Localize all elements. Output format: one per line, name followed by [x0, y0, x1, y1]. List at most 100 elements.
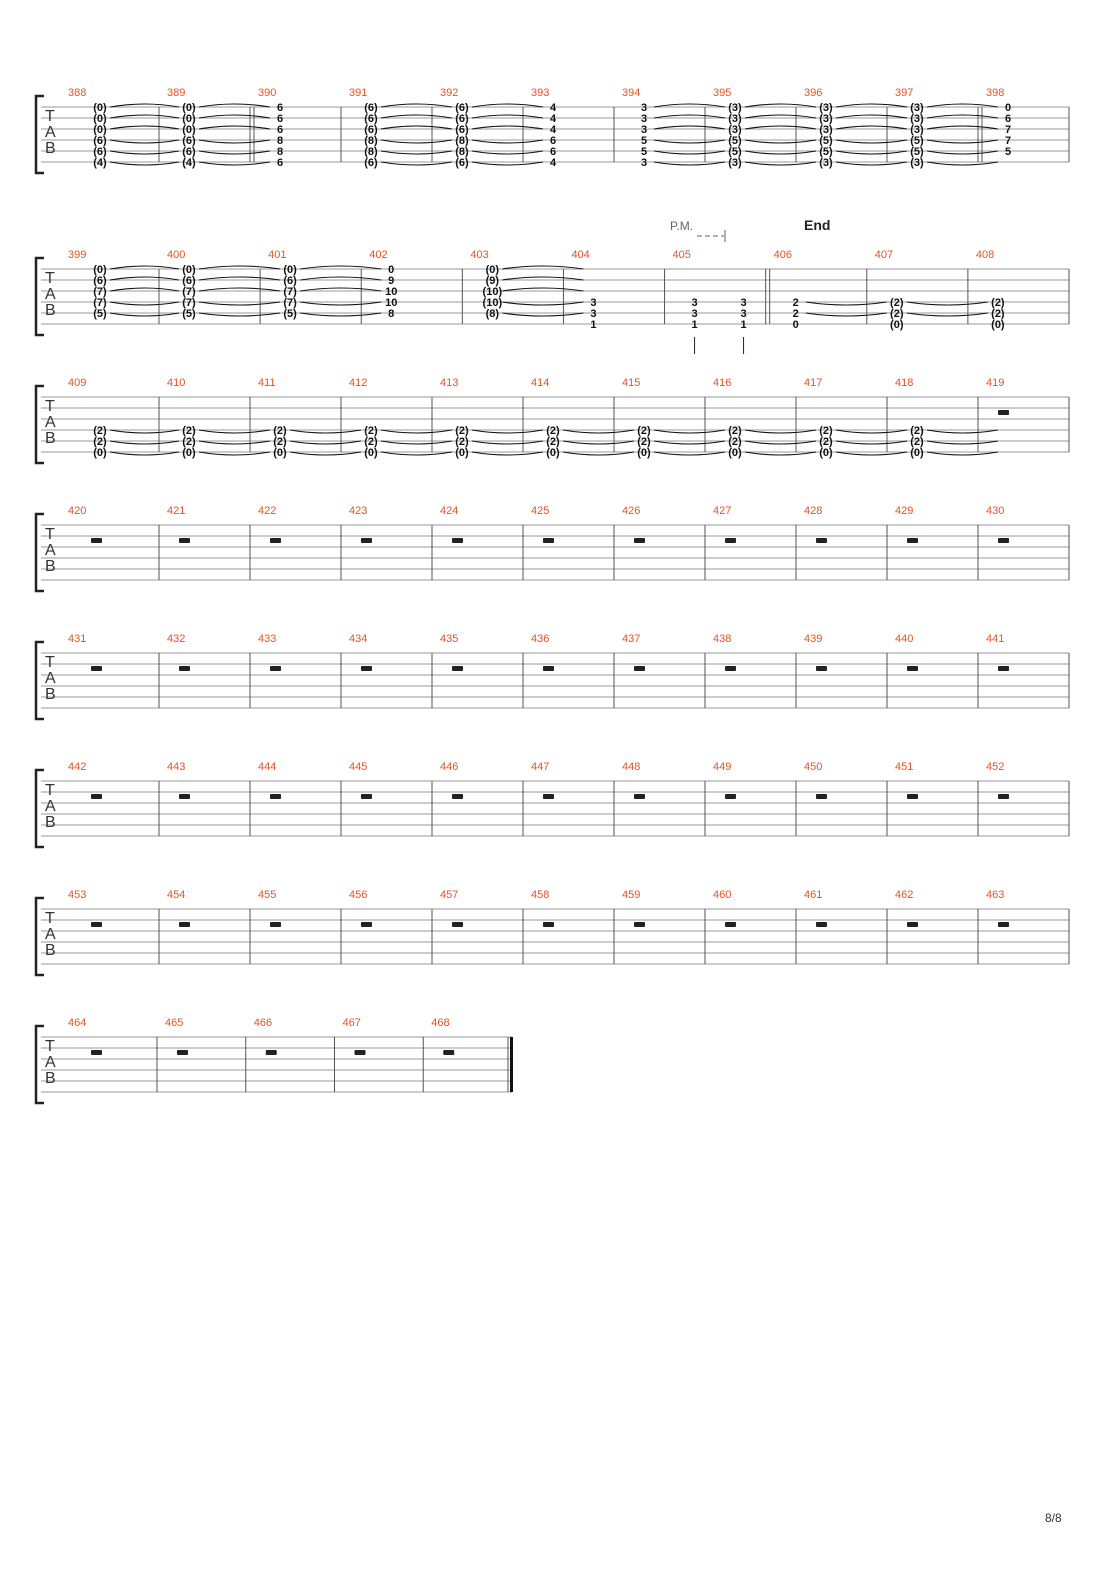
- measure-number: 402: [369, 249, 387, 261]
- fret-number: (2): [991, 308, 1005, 320]
- tie-arc: [471, 451, 544, 456]
- fret-number: (0): [283, 264, 297, 276]
- measure-number: 408: [976, 249, 994, 261]
- tie-arc: [926, 114, 999, 119]
- tab-clef-letter: A: [45, 798, 56, 815]
- fret-number: 6: [277, 124, 283, 136]
- tie-arc: [744, 451, 817, 456]
- measure-number: 406: [774, 249, 792, 261]
- measure-number: 453: [68, 889, 86, 901]
- measure-number: 441: [986, 633, 1004, 645]
- tie-arc: [300, 312, 382, 317]
- fret-number: 6: [277, 113, 283, 125]
- fret-number: (0): [364, 447, 378, 459]
- fret-number: (2): [890, 308, 904, 320]
- tab-clef-letter: A: [45, 286, 56, 303]
- fret-number: (4): [93, 157, 107, 169]
- measure-number: 440: [895, 633, 913, 645]
- tie-arc: [926, 429, 999, 434]
- fret-number: (6): [364, 157, 378, 169]
- fret-number: (0): [93, 124, 107, 136]
- fret-number: 1: [691, 319, 697, 331]
- measure-number: 458: [531, 889, 549, 901]
- measure-number: 411: [258, 377, 276, 389]
- tie-arc: [835, 150, 908, 155]
- tie-arc: [198, 312, 281, 317]
- fret-number: (0): [93, 447, 107, 459]
- measure-number: 451: [895, 761, 913, 773]
- whole-rest: [452, 538, 463, 543]
- measure-number: 448: [622, 761, 640, 773]
- fret-number: (7): [182, 297, 196, 309]
- tab-clef-letter: B: [45, 430, 56, 447]
- tie-arc: [471, 440, 544, 445]
- tie-arc: [109, 429, 180, 434]
- tie-arc: [744, 161, 817, 166]
- fret-number: (3): [819, 157, 833, 169]
- fret-number: (6): [182, 135, 196, 147]
- measure-number: 450: [804, 761, 822, 773]
- whole-rest: [361, 794, 372, 799]
- tie-arc: [744, 440, 817, 445]
- tab-clef-letter: T: [45, 108, 55, 125]
- whole-rest: [91, 922, 102, 927]
- fret-number: (2): [819, 436, 833, 448]
- tie-arc: [109, 103, 180, 108]
- tie-arc: [198, 451, 271, 456]
- fret-number: 6: [550, 146, 556, 158]
- measure-number: 434: [349, 633, 367, 645]
- whole-rest: [361, 666, 372, 671]
- fret-number: (5): [819, 135, 833, 147]
- whole-rest: [91, 538, 102, 543]
- tie-arc: [471, 114, 544, 119]
- tab-clef-letter: A: [45, 1054, 56, 1071]
- fret-number: (6): [364, 113, 378, 125]
- tie-arc: [835, 440, 908, 445]
- fret-number: (0): [546, 447, 560, 459]
- measure-number: 436: [531, 633, 549, 645]
- fret-number: (5): [728, 135, 742, 147]
- fret-number: 4: [550, 124, 557, 136]
- tie-arc: [835, 139, 908, 144]
- tie-arc: [471, 429, 544, 434]
- measure-number: 419: [986, 377, 1004, 389]
- whole-rest: [543, 666, 554, 671]
- fret-number: (0): [93, 113, 107, 125]
- whole-rest: [361, 538, 372, 543]
- whole-rest: [998, 666, 1009, 671]
- fret-number: (3): [728, 157, 742, 169]
- fret-number: (7): [93, 297, 107, 309]
- tie-arc: [653, 114, 726, 119]
- fret-number: (7): [283, 297, 297, 309]
- tie-arc: [198, 125, 271, 130]
- tie-arc: [805, 312, 887, 317]
- fret-number: 8: [277, 146, 283, 158]
- whole-rest: [907, 794, 918, 799]
- fret-number: 6: [550, 135, 556, 147]
- measure-number: 457: [440, 889, 458, 901]
- fret-number: 7: [1005, 124, 1011, 136]
- fret-number: (0): [93, 102, 107, 114]
- measure-number: 413: [440, 377, 458, 389]
- tie-arc: [835, 161, 908, 166]
- tie-arc: [653, 451, 726, 456]
- tie-arc: [109, 125, 180, 130]
- whole-rest: [543, 922, 554, 927]
- page-number: 8/8: [1045, 1511, 1062, 1525]
- fret-number: (7): [93, 286, 107, 298]
- whole-rest: [998, 794, 1009, 799]
- tie-arc: [109, 161, 180, 166]
- measure-number: 435: [440, 633, 458, 645]
- fret-number: 10: [385, 286, 397, 298]
- measure-number: 430: [986, 505, 1004, 517]
- measure-number: 427: [713, 505, 731, 517]
- fret-number: (3): [910, 124, 924, 136]
- measure-number: 421: [167, 505, 185, 517]
- whole-rest: [91, 794, 102, 799]
- fret-number: 3: [641, 157, 647, 169]
- fret-number: (3): [819, 124, 833, 136]
- measure-number: 428: [804, 505, 822, 517]
- tie-arc: [380, 139, 453, 144]
